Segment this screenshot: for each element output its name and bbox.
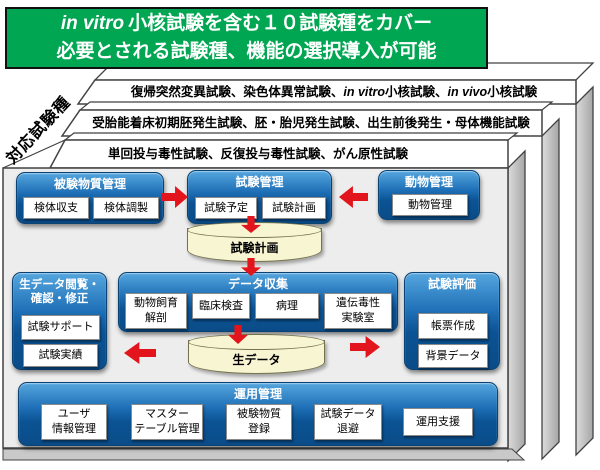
sub-box-operation-support: 運用支援 bbox=[403, 408, 473, 436]
sub-box-background-data: 背景データ bbox=[418, 344, 488, 368]
slab-bottom-edge bbox=[2, 448, 526, 461]
module-title: 動物管理 bbox=[404, 175, 453, 189]
module-substance-mgmt: 被験物質管理 検体収支 検体調製 bbox=[16, 172, 164, 224]
slab-back-bar bbox=[76, 79, 577, 105]
slab-mid-top bbox=[78, 101, 554, 111]
module-study-mgmt: 試験管理 試験予定 試験計画 bbox=[187, 170, 332, 224]
sub-box-user-info-mgmt: ユーザ情報管理 bbox=[41, 404, 107, 440]
slab-back-side bbox=[575, 85, 594, 457]
module-title: 生データ閲覧・ 確認・修正 bbox=[19, 279, 100, 305]
sub-box-report-creation: 帳票作成 bbox=[418, 313, 488, 339]
module-title: 運用管理 bbox=[233, 387, 282, 401]
sub-box-study-support: 試験サポート bbox=[21, 315, 100, 340]
slab-mid-side bbox=[541, 117, 560, 461]
sub-box-sample-prep: 検体調製 bbox=[93, 197, 159, 219]
datastore-study-plan: 試験計画 bbox=[187, 222, 322, 262]
module-raw-data-review: 生データ閲覧・ 確認・修正 試験サポート 試験実績 bbox=[12, 272, 107, 370]
sub-box-clinical-exam: 臨床検査 bbox=[192, 293, 250, 319]
module-title: 試験管理 bbox=[235, 175, 284, 189]
sub-box-data-backup: 試験データ退避 bbox=[314, 404, 382, 440]
datastore-raw-data: 生データ bbox=[188, 334, 325, 374]
sub-box-master-table-mgmt: マスターテーブル管理 bbox=[131, 404, 203, 440]
test-bar-genotoxicity: 復帰突然変異試験、染色体異常試験、in vitro小核試験、in vivo小核試… bbox=[130, 85, 538, 99]
headline-line2: 必要とされる試験種、機能の選択導入が可能 bbox=[56, 41, 437, 62]
slab-front-side bbox=[507, 149, 526, 463]
slab-mid-bar bbox=[60, 109, 543, 137]
sub-box-sample-balance: 検体収支 bbox=[23, 197, 89, 219]
slab-front-top bbox=[63, 132, 519, 141]
sub-box-study-results: 試験実績 bbox=[23, 344, 98, 367]
sub-box-pathology: 病理 bbox=[255, 293, 319, 319]
headline-italic: in vitro bbox=[60, 13, 125, 34]
module-study-evaluation: 試験評価 帳票作成 背景データ bbox=[404, 272, 500, 370]
sub-box-study-schedule: 試験予定 bbox=[195, 197, 257, 219]
sub-box-animal-mgmt: 動物管理 bbox=[392, 194, 468, 216]
module-data-collection: データ収集 動物飼育解剖 臨床検査 病理 遺伝毒性実験室 bbox=[118, 272, 398, 332]
sub-box-animal-husbandry-necropsy: 動物飼育解剖 bbox=[125, 293, 187, 329]
module-title: 被験物質管理 bbox=[53, 177, 126, 191]
module-title: 試験評価 bbox=[427, 277, 476, 291]
test-bar-reproduction: 受胎能着床初期胚発生試験、胚・胎児発生試験、出生前後発生・母体機能試験 bbox=[92, 116, 530, 130]
module-title: データ収集 bbox=[227, 277, 288, 291]
sub-box-study-plan: 試験計画 bbox=[262, 197, 326, 219]
module-animal-mgmt: 動物管理 動物管理 bbox=[378, 170, 480, 220]
sub-box-substance-registration: 被験物質登録 bbox=[226, 404, 292, 440]
test-bar-toxicity: 単回投与毒性試験、反復投与毒性試験、がん原性試験 bbox=[108, 147, 409, 161]
slab-left-seam bbox=[2, 139, 66, 169]
module-operation-mgmt: 運用管理 ユーザ情報管理 マスターテーブル管理 被験物質登録 試験データ退避 運… bbox=[18, 382, 498, 446]
sub-box-genotoxicity-lab: 遺伝毒性実験室 bbox=[324, 293, 392, 329]
